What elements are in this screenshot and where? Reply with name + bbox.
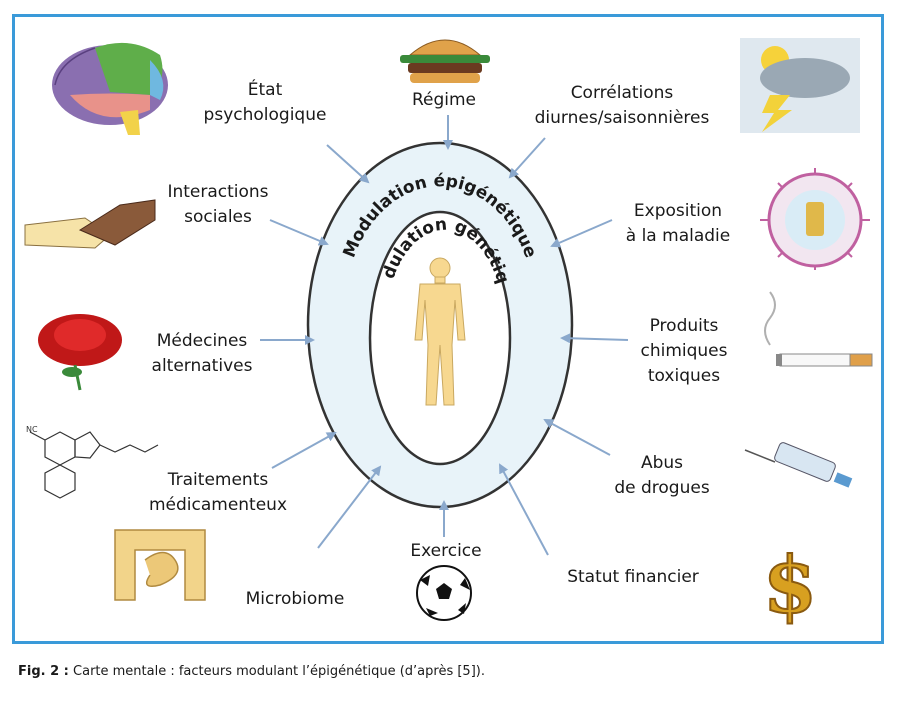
svg-text:alternatives: alternatives — [152, 356, 253, 376]
label-interactions: Interactions sociales — [167, 182, 268, 227]
label-microbiome: Microbiome — [246, 589, 345, 609]
label-produits: Produits chimiques toxiques — [640, 316, 727, 386]
arrow-produits — [560, 333, 629, 344]
svg-text:Statut financier: Statut financier — [567, 567, 699, 587]
arrow-etat — [326, 144, 370, 184]
soccer-ball-icon — [416, 565, 472, 621]
svg-text:Interactions: Interactions — [167, 182, 268, 202]
weather-icon — [740, 38, 860, 133]
svg-text:NC: NC — [26, 425, 38, 434]
arrow-traitements — [271, 432, 337, 469]
label-regime: Régime — [412, 90, 476, 110]
svg-text:sociales: sociales — [184, 207, 252, 227]
svg-text:Exposition: Exposition — [634, 201, 722, 221]
syringe-icon — [744, 442, 853, 488]
svg-text:médicamenteux: médicamenteux — [149, 495, 287, 515]
label-traitements: Traitements médicamenteux — [149, 470, 287, 515]
virus-icon — [760, 168, 870, 270]
arrow-exposition — [550, 219, 613, 248]
cigarette-icon — [764, 291, 873, 367]
svg-text:Exercice: Exercice — [410, 541, 481, 561]
arrow-abus — [543, 419, 611, 456]
intestine-icon — [114, 529, 206, 601]
label-statut: Statut financier — [567, 567, 699, 587]
svg-text:diurnes/saisonnières: diurnes/saisonnières — [535, 108, 710, 128]
svg-text:Abus: Abus — [641, 453, 683, 473]
label-exposition: Exposition à la maladie — [626, 201, 730, 246]
label-exercice: Exercice — [410, 541, 481, 561]
svg-text:$: $ — [763, 540, 817, 631]
svg-text:psychologique: psychologique — [204, 105, 327, 125]
dollar-icon: $ — [762, 539, 818, 632]
molecule-icon: NC — [26, 425, 159, 499]
label-etat: État psychologique — [204, 78, 327, 125]
caption-prefix: Fig. 2 : — [18, 664, 69, 679]
svg-text:à la maladie: à la maladie — [626, 226, 730, 246]
svg-text:Traitements: Traitements — [167, 470, 269, 490]
svg-text:Corrélations: Corrélations — [571, 83, 674, 103]
handshake-icon — [24, 199, 156, 249]
svg-text:Médecines: Médecines — [157, 331, 248, 351]
svg-text:toxiques: toxiques — [648, 366, 720, 386]
arrow-microbiome — [317, 465, 382, 549]
mind-map: Modulation épigénétique Modulation génét… — [0, 0, 873, 632]
human-figure-icon — [414, 257, 466, 406]
burger-icon — [400, 39, 490, 83]
label-abus: Abus de drogues — [614, 453, 709, 498]
arrow-correlations — [508, 137, 546, 179]
arrow-statut — [499, 463, 549, 556]
label-medecines: Médecines alternatives — [152, 331, 253, 376]
arrow-interactions — [269, 219, 329, 246]
flower-icon — [38, 314, 122, 391]
svg-text:chimiques: chimiques — [640, 341, 727, 361]
svg-text:Produits: Produits — [650, 316, 719, 336]
label-correlations: Corrélations diurnes/saisonnières — [535, 83, 710, 128]
figure-caption: Fig. 2 : Carte mentale : facteurs modula… — [18, 664, 485, 679]
svg-text:Microbiome: Microbiome — [246, 589, 345, 609]
svg-text:Régime: Régime — [412, 90, 476, 110]
caption-text: Carte mentale : facteurs modulant l’épig… — [68, 664, 485, 679]
svg-text:État: État — [248, 78, 283, 100]
svg-text:de drogues: de drogues — [614, 478, 709, 498]
brain-icon — [52, 42, 168, 135]
